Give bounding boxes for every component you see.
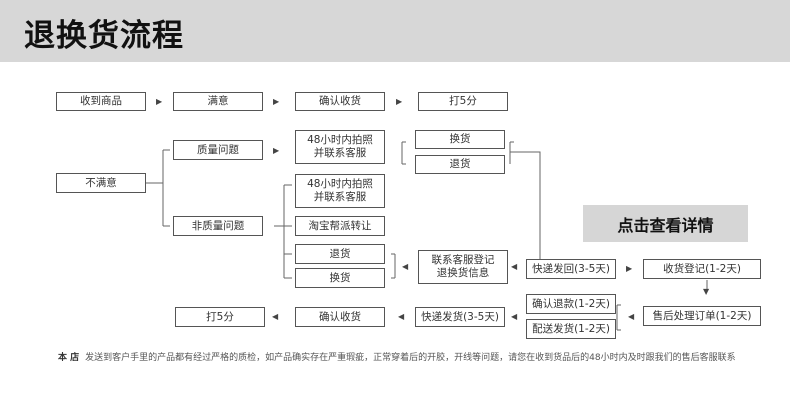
node-quality-issue: 质量问题 bbox=[173, 140, 263, 160]
node-rate5-bottom: 打5分 bbox=[175, 307, 265, 327]
arrow-left-icon: ◀ bbox=[511, 312, 518, 321]
node-exchange-top: 换货 bbox=[415, 130, 505, 149]
note-text: 发送到客户手里的产品都有经过严格的质检，如产品确实存在严重瑕疵，正常穿着后的开胶… bbox=[85, 353, 736, 363]
node-ship-back: 快递发回(3-5天) bbox=[526, 259, 616, 279]
arrow-left-icon: ◀ bbox=[402, 262, 409, 271]
node-after-sale-process: 售后处理订单(1-2天) bbox=[643, 306, 761, 326]
node-receive-register: 收货登记(1-2天) bbox=[643, 259, 761, 279]
node-received: 收到商品 bbox=[56, 92, 146, 111]
arrow-right-icon: ▶ bbox=[273, 146, 280, 155]
arrow-down-icon: ▼ bbox=[703, 287, 710, 296]
arrow-right-icon: ▶ bbox=[396, 97, 403, 106]
node-contact-48h-b: 48小时内拍照 并联系客服 bbox=[295, 174, 385, 208]
node-confirm-receipt-bottom: 确认收货 bbox=[295, 307, 385, 327]
node-contact-register: 联系客服登记 退换货信息 bbox=[418, 250, 508, 284]
node-contact-48h-a: 48小时内拍照 并联系客服 bbox=[295, 130, 385, 164]
header-banner: 退换货流程 bbox=[0, 0, 790, 62]
arrow-right-icon: ▶ bbox=[626, 264, 633, 273]
node-return-top: 退货 bbox=[415, 155, 505, 174]
node-express-ship: 快递发货(3-5天) bbox=[415, 307, 505, 327]
node-deliver-goods: 配送发货(1-2天) bbox=[526, 319, 616, 339]
footer-note: 本 店发送到客户手里的产品都有经过严格的质检，如产品确实存在严重瑕疵，正常穿着后… bbox=[58, 350, 778, 367]
view-details-button[interactable]: 点击查看详情 bbox=[583, 205, 748, 242]
node-return-mid: 退货 bbox=[295, 244, 385, 264]
note-label: 本 店 bbox=[58, 353, 80, 363]
arrow-left-icon: ◀ bbox=[628, 312, 635, 321]
node-taobao-dispute: 淘宝帮派转让 bbox=[295, 216, 385, 236]
arrow-left-icon: ◀ bbox=[272, 312, 279, 321]
arrow-right-icon: ▶ bbox=[273, 97, 280, 106]
node-satisfied: 满意 bbox=[173, 92, 263, 111]
arrow-right-icon: ▶ bbox=[156, 97, 163, 106]
node-non-quality-issue: 非质量问题 bbox=[173, 216, 263, 236]
node-confirm-refund: 确认退款(1-2天) bbox=[526, 294, 616, 314]
page-title: 退换货流程 bbox=[24, 18, 184, 54]
node-confirm-receipt-top: 确认收货 bbox=[295, 92, 385, 111]
node-unsatisfied: 不满意 bbox=[56, 173, 146, 193]
arrow-left-icon: ◀ bbox=[511, 262, 518, 271]
arrow-left-icon: ◀ bbox=[398, 312, 405, 321]
node-rate5: 打5分 bbox=[418, 92, 508, 111]
node-exchange-mid: 换货 bbox=[295, 268, 385, 288]
